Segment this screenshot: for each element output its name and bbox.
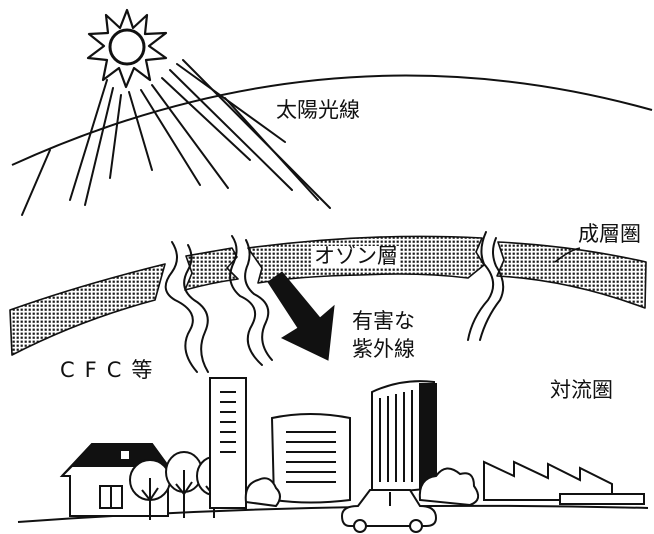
stratosphere-leader <box>554 247 581 263</box>
label-stratosphere: 成層圏 <box>578 222 641 246</box>
label-harmful-uv-line2: 紫外線 <box>352 337 415 361</box>
upper-atmosphere-arc <box>11 74 653 166</box>
sun-icon <box>86 8 168 89</box>
label-cfc: CFC等 <box>60 358 163 382</box>
building-tall-left <box>209 377 247 509</box>
label-ozone-layer: オゾン層 <box>312 244 400 268</box>
label-sunlight: 太陽光線 <box>276 98 360 122</box>
car <box>340 489 438 533</box>
bushes <box>244 467 480 508</box>
factory <box>483 460 645 505</box>
label-harmful-uv-line1: 有害な <box>352 309 415 333</box>
building-mid <box>270 413 351 504</box>
sun-rays <box>21 59 331 216</box>
uv-arrow <box>267 271 335 361</box>
label-troposphere: 対流圏 <box>550 378 613 402</box>
cfc-wavy-lines <box>164 231 505 373</box>
building-tallest <box>371 380 438 496</box>
